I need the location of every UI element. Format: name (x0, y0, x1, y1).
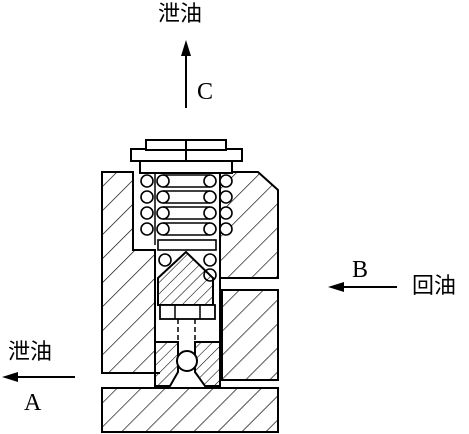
arrow-b-left (328, 282, 397, 292)
spring-coil-e3 (158, 253, 172, 267)
spring-coil-c2 (156, 190, 170, 204)
spring (140, 173, 233, 282)
spring-coil-r2 (219, 190, 233, 204)
poppet-stem (159, 304, 216, 320)
housing-bottom (101, 387, 279, 433)
seat-right (194, 341, 221, 387)
spring-coil-l3 (140, 206, 154, 220)
poppet-cone (157, 250, 214, 306)
spring-coil-d1 (203, 174, 217, 188)
spring-coil-r4 (219, 222, 233, 236)
arrow-a-left (2, 372, 75, 382)
label-left-drain: 泄油 (8, 340, 53, 365)
label-top-drain: 泄油 (158, 2, 203, 27)
label-port-b: B (352, 257, 369, 283)
label-port-a: A (24, 390, 42, 416)
spring-coil-l4 (140, 222, 154, 236)
top-cap (130, 139, 243, 174)
poppet (157, 250, 216, 320)
housing-right-mid (220, 289, 279, 381)
arrow-c-up (181, 40, 191, 108)
label-right-return: 回油 (412, 274, 457, 299)
spring-seat-top (139, 160, 233, 174)
spring-coil-c3 (156, 206, 170, 220)
spring-coil-d3 (203, 206, 217, 220)
spring-coil-r3 (219, 206, 233, 220)
check-ball (176, 350, 198, 372)
seat-left (154, 341, 179, 387)
spring-coil-e1 (203, 253, 217, 267)
spring-coil-d2 (203, 190, 217, 204)
spring-coil-c1 (156, 174, 170, 188)
seat-assembly (154, 319, 221, 387)
spring-coil-d4 (203, 222, 217, 236)
spring-coil-r1 (219, 174, 233, 188)
spring-coil-l1 (140, 174, 154, 188)
label-port-c: C (197, 79, 214, 105)
spring-coil-c4 (156, 222, 170, 236)
spring-seat-bottom (157, 239, 217, 251)
flow-arrows (2, 40, 397, 382)
spring-coil-l2 (140, 190, 154, 204)
